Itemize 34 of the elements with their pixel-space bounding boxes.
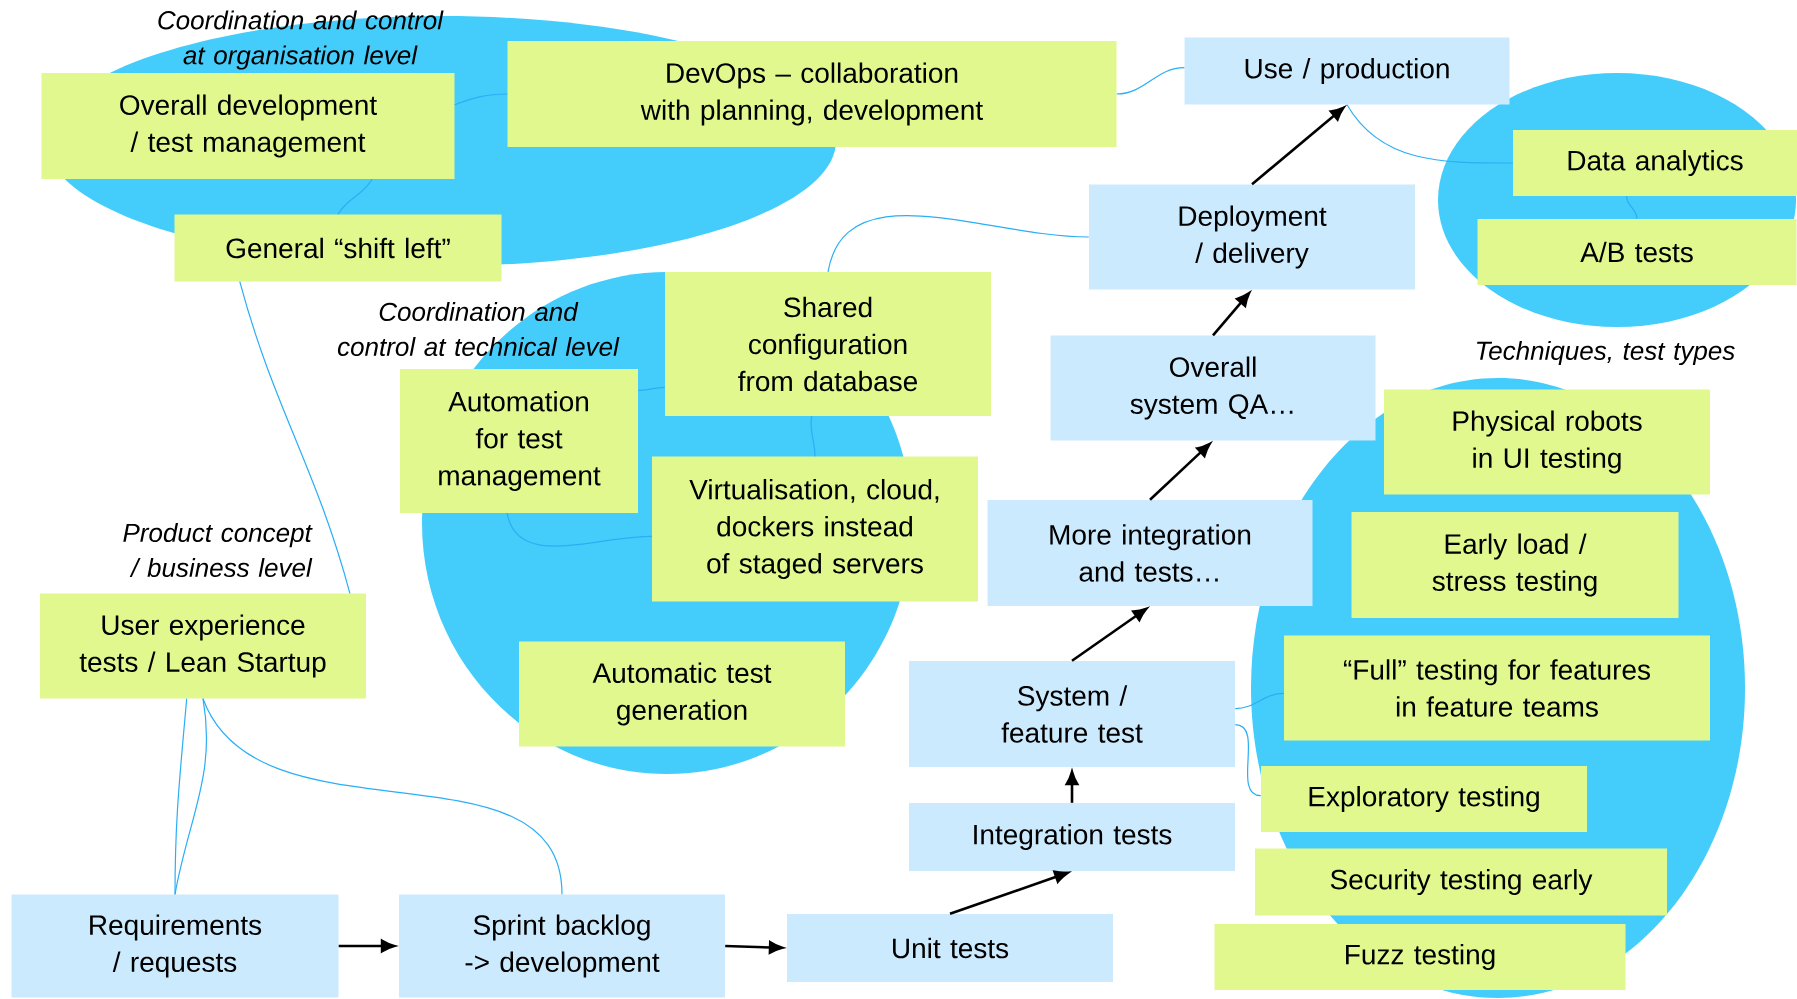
arrow [1065,770,1079,803]
process-box: Overall system QA… [1050,335,1376,441]
process-box: Requirements / requests [11,894,339,998]
note-box: Early load / stress testing [1351,512,1679,618]
arrow [1071,607,1148,662]
note-box: A/B tests [1477,219,1797,285]
process-box: Integration tests [909,803,1235,871]
note-box: Automation for test management [400,369,638,513]
process-box: Sprint backlog -> development [399,894,725,998]
process-box: Deployment / delivery [1089,184,1415,290]
note-box: “Full” testing for features in feature teams [1284,635,1710,741]
process-box: System / feature test [909,661,1235,767]
note-box: Fuzz testing [1214,924,1626,990]
note-box: DevOps – collaboration with planning, development [507,41,1117,147]
arrow [725,941,784,954]
arrow [1212,292,1251,337]
note-box: Shared configuration from database [665,272,991,416]
heading-label: Techniques, test types [1477,340,1735,366]
note-box: Data analytics [1513,130,1797,196]
note-box: Virtualisation, cloud, dockers instead of staged servers [652,456,978,602]
note-box: Automatic test generation [519,641,845,747]
note-box: Security testing early [1255,848,1667,916]
heading-label: Product concept / business level [123,522,313,578]
note-box: Overall development / test management [41,73,455,179]
note-box: User experience tests / Lean Startup [40,593,366,699]
arrow [1149,442,1211,501]
arrow [338,939,396,953]
process-box: More integration and tests… [987,500,1313,606]
note-box: General “shift left” [174,214,502,282]
arrow [1251,106,1345,186]
note-box: Physical robots in UI testing [1384,389,1710,495]
process-box: Use / production [1184,37,1510,105]
process-box: Unit tests [787,914,1113,982]
note-box: Exploratory testing [1261,766,1587,832]
